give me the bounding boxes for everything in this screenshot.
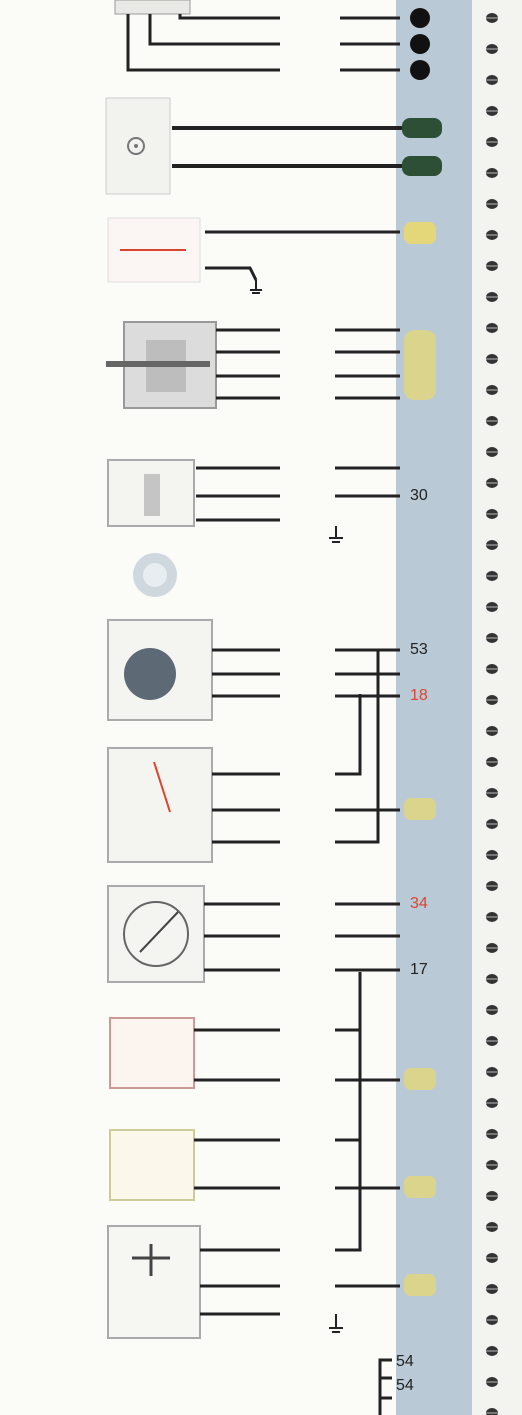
- temperature-sensor-1: [109, 1017, 436, 1090]
- spiral-ring-icon: [486, 75, 498, 85]
- spiral-ring-icon: [486, 1377, 498, 1387]
- spiral-ring-icon: [486, 664, 498, 674]
- spiral-ring-icon: [486, 323, 498, 333]
- fan-component: [105, 97, 442, 195]
- spiral-ring-icon: [486, 1284, 498, 1294]
- spiral-ring-icon: [486, 1346, 498, 1356]
- spiral-ring-icon: [486, 1005, 498, 1015]
- spiral-ring-icon: [486, 354, 498, 364]
- sensor-block-2: [107, 459, 400, 597]
- ground-icon: [329, 1314, 343, 1333]
- spiral-ring-icon: [486, 1315, 498, 1325]
- spiral-ring-icon: [486, 44, 498, 54]
- spiral-ring-icon: [486, 478, 498, 488]
- bottom-bus-stubs: [378, 1358, 392, 1415]
- round-sensor: [107, 619, 400, 721]
- sensor-block-1: [106, 321, 436, 409]
- spiral-ring-icon: [486, 850, 498, 860]
- spiral-ring-icon: [486, 199, 498, 209]
- spiral-ring-icon: [486, 261, 498, 271]
- lever-sensor: [107, 650, 436, 863]
- spiral-ring-icon: [486, 757, 498, 767]
- spiral-ring-icon: [486, 1160, 498, 1170]
- pin-label-53: 53: [410, 641, 428, 658]
- spiral-ring-icon: [486, 137, 498, 147]
- spiral-ring-icon: [486, 292, 498, 302]
- red-label-component: [107, 217, 436, 294]
- pin-label-17: 17: [410, 961, 428, 978]
- spiral-ring-icon: [486, 726, 498, 736]
- spiral-ring-icon: [486, 1191, 498, 1201]
- spiral-ring-icon: [486, 943, 498, 953]
- spiral-ring-icon: [486, 1129, 498, 1139]
- ground-icon: [329, 526, 343, 543]
- top-connector: [114, 0, 430, 80]
- spiral-ring-icon: [486, 1253, 498, 1263]
- spiral-ring-icon: [486, 974, 498, 984]
- spiral-ring-icon: [486, 881, 498, 891]
- spiral-ring-icon: [486, 1036, 498, 1046]
- spiral-ring-icon: [486, 912, 498, 922]
- pin-label-54-b: 54: [396, 1377, 414, 1394]
- spiral-ring-icon: [486, 602, 498, 612]
- spiral-ring-icon: [486, 416, 498, 426]
- connector-bus-strip: [396, 0, 472, 1415]
- spiral-ring-icon: [486, 788, 498, 798]
- fan-icon: [127, 137, 145, 155]
- spiral-ring-icon: [486, 633, 498, 643]
- spiral-ring-icon: [486, 571, 498, 581]
- spiral-ring-icon: [486, 1222, 498, 1232]
- spiral-ring-icon: [486, 168, 498, 178]
- pin-label-30: 30: [410, 487, 428, 504]
- spiral-ring-icon: [486, 1098, 498, 1108]
- position-sensor: [107, 972, 436, 1339]
- pin-label-18: 18: [410, 687, 428, 704]
- spiral-ring-icon: [486, 13, 498, 23]
- spiral-ring-icon: [486, 509, 498, 519]
- pin-label-34: 34: [410, 895, 428, 912]
- spiral-ring-icon: [486, 230, 498, 240]
- spiral-ring-icon: [486, 695, 498, 705]
- spiral-ring-icon: [486, 447, 498, 457]
- pin-label-54-a: 54: [396, 1353, 414, 1370]
- spiral-ring-icon: [486, 1408, 498, 1415]
- spiral-ring-icon: [486, 540, 498, 550]
- ground-icon: [250, 280, 262, 294]
- temperature-sensor-2: [109, 1129, 436, 1201]
- gauge-sensor: [107, 885, 400, 983]
- spiral-ring-icon: [486, 385, 498, 395]
- spiral-ring-icon: [486, 106, 498, 116]
- spiral-ring-icon: [486, 1067, 498, 1077]
- binding-strip: [472, 0, 522, 1415]
- spiral-ring-icon: [486, 819, 498, 829]
- spiral-binding: [486, 13, 498, 1415]
